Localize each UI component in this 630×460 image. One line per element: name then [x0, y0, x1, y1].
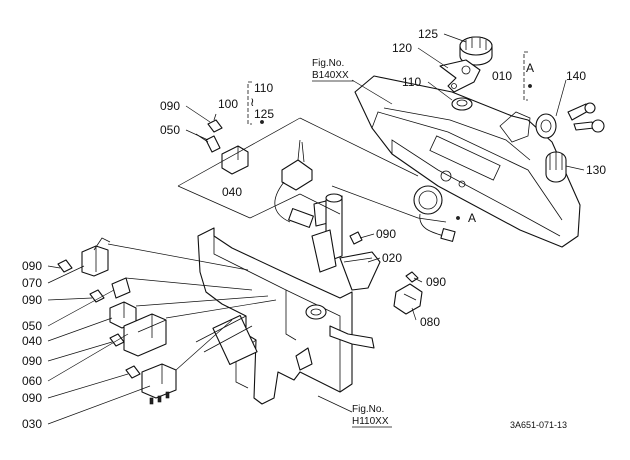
- dashboard-panel: [354, 75, 581, 248]
- callout-090-d: 090: [22, 259, 42, 273]
- callout-090: 090: [160, 99, 180, 113]
- drawing-number: 3A651-071-13: [510, 420, 567, 430]
- part-090-g-bolt: [125, 365, 141, 379]
- callout-labels: 125 120 110 010 140 130 090 050 040 100 …: [22, 27, 606, 431]
- callout-040-b: 040: [22, 334, 42, 348]
- callout-140: 140: [566, 69, 586, 83]
- part-050-040-upper: [195, 113, 249, 175]
- ref-a-upper: A: [526, 61, 534, 75]
- callout-120: 120: [392, 41, 412, 55]
- part-090-c: [405, 271, 419, 283]
- column-tube: [311, 193, 343, 273]
- fig-ref-top-line1: Fig.No.: [312, 58, 344, 69]
- callout-070: 070: [22, 276, 42, 290]
- callout-110-bracket: 110: [254, 81, 273, 95]
- callout-050-b: 050: [22, 319, 42, 333]
- callout-030: 030: [22, 417, 42, 431]
- leader-lines: [47, 33, 585, 425]
- fig-ref-top-line2: B140XX: [312, 70, 349, 81]
- part-070-relay: [81, 237, 111, 277]
- fig-ref-bottom-line2: H110XX: [352, 416, 389, 427]
- callout-130: 130: [586, 163, 606, 177]
- reference-markers: A A ≀ Fig.No. B140XX Fig.No. H110XX: [250, 58, 534, 428]
- callout-110: 110: [402, 75, 421, 89]
- callout-050: 050: [160, 123, 180, 137]
- callout-020: 020: [382, 251, 402, 265]
- bracket-tilde: ≀: [250, 95, 255, 109]
- part-090-e-bolt: [89, 289, 105, 303]
- gauge-sender-a: [413, 185, 456, 242]
- part-090-f-bolt: [109, 333, 125, 347]
- bracket-group-010: [523, 51, 528, 101]
- part-130-switch: [545, 151, 567, 183]
- callout-100: 100: [218, 97, 238, 111]
- callout-090-b: 090: [376, 227, 396, 241]
- callout-090-g: 090: [22, 391, 42, 405]
- callout-060: 060: [22, 374, 42, 388]
- column-frame: [195, 227, 375, 405]
- fig-ref-bottom-line1: Fig.No.: [352, 404, 384, 415]
- part-090-d-bolt: [57, 259, 73, 273]
- part-030-regulator: [141, 363, 177, 405]
- callout-125-bracket: 125: [254, 107, 274, 121]
- callout-125: 125: [418, 27, 438, 41]
- bracket-group-100: [247, 81, 252, 125]
- callout-010: 010: [492, 69, 512, 83]
- callout-090-e: 090: [22, 293, 42, 307]
- part-110-grommet: [451, 97, 473, 111]
- part-020-cover: [339, 251, 381, 291]
- part-050-bracket: [111, 277, 131, 299]
- part-100-switch-harness: [274, 139, 333, 228]
- part-125-cap: [459, 36, 493, 66]
- ref-a-lower: A: [468, 211, 476, 225]
- part-090-b: [349, 231, 363, 245]
- callout-090-c: 090: [426, 275, 446, 289]
- callout-080: 080: [420, 315, 440, 329]
- callout-040: 040: [222, 185, 242, 199]
- part-140-key-switch: [535, 102, 605, 139]
- callout-090-f: 090: [22, 354, 42, 368]
- part-120-bracket: [439, 59, 481, 93]
- part-080-switch: [393, 283, 423, 315]
- part-060-flasher: [123, 313, 167, 357]
